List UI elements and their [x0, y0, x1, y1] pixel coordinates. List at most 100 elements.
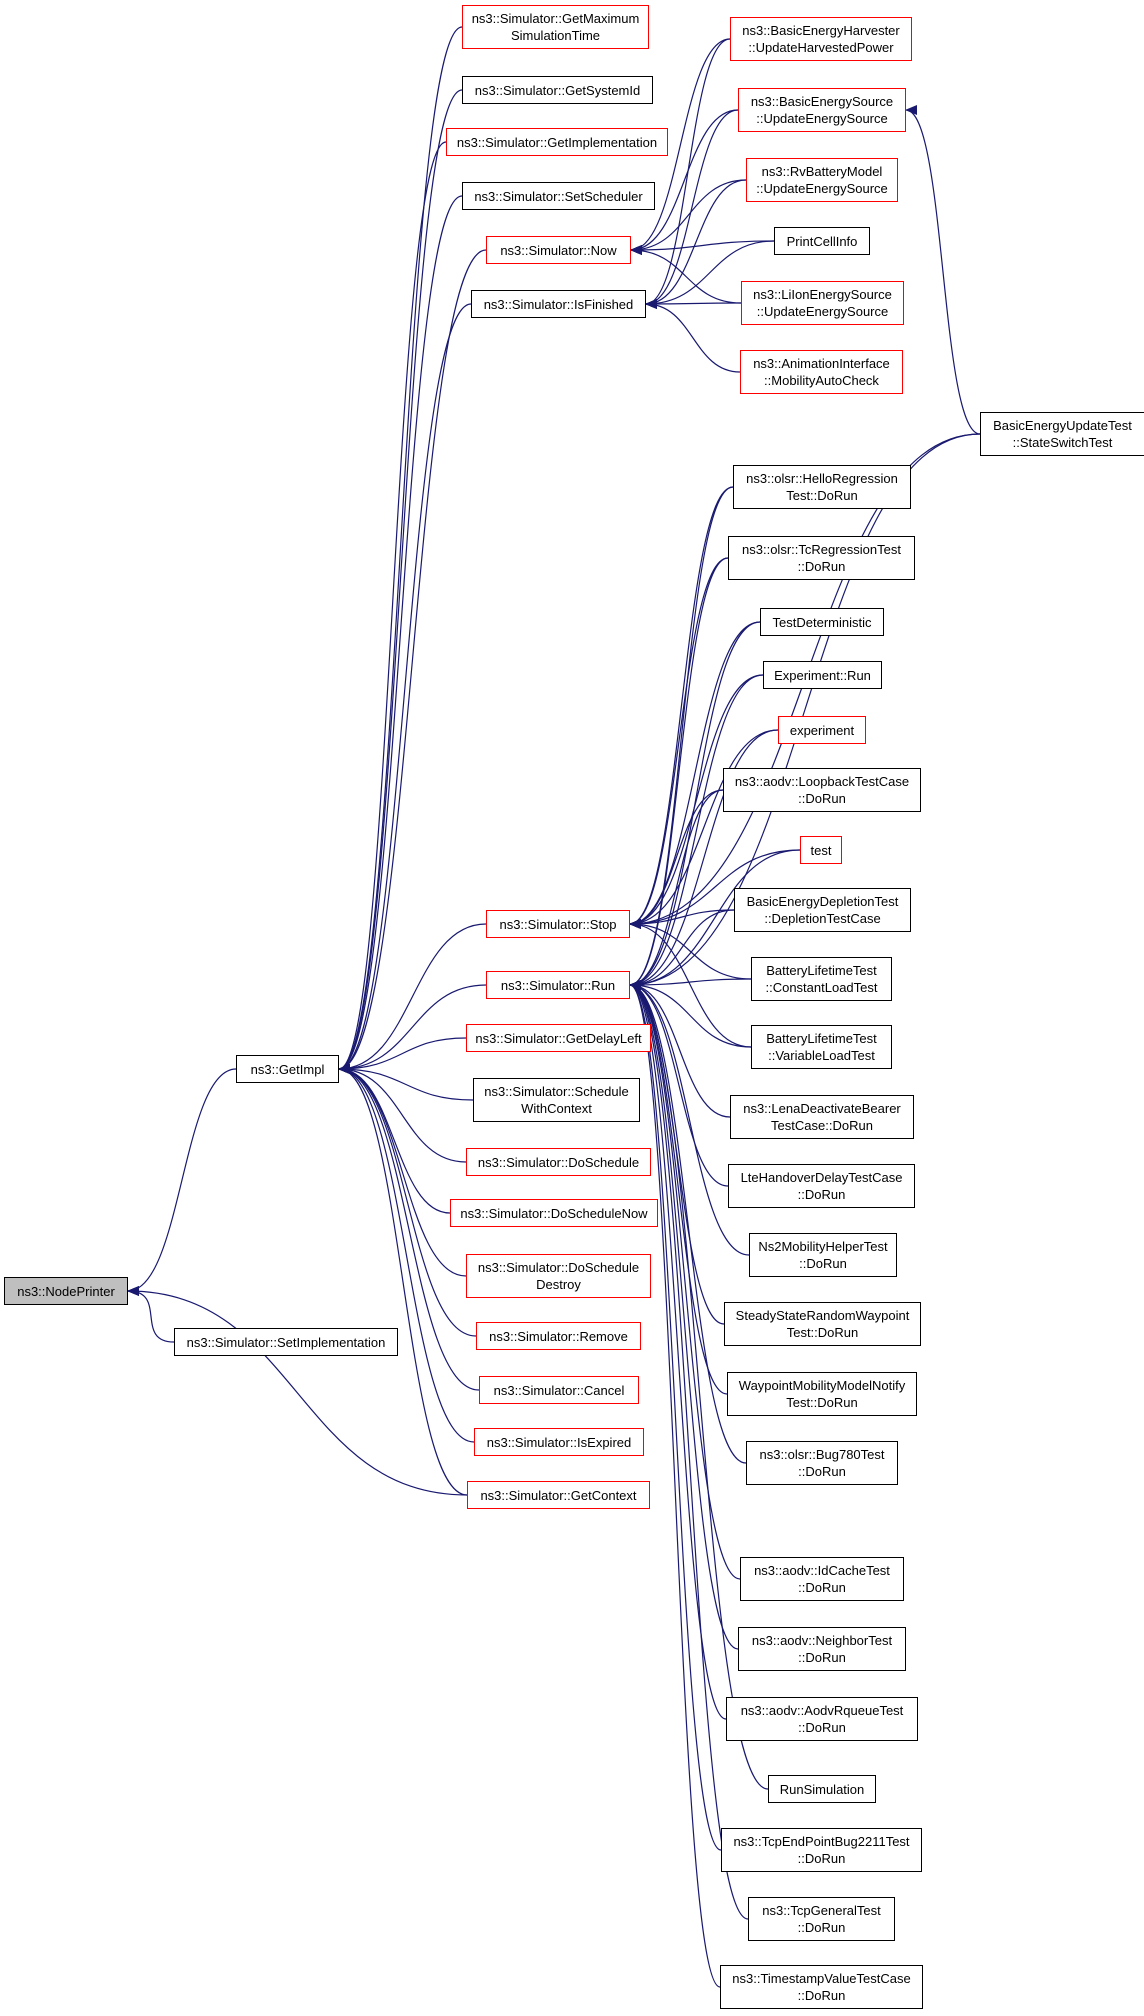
call-edge: [338, 923, 487, 1074]
call-edge: [629, 433, 981, 990]
graph-node-lenadeactivate[interactable]: ns3::LenaDeactivateBearer TestCase::DoRu…: [730, 1095, 914, 1139]
call-edge: [127, 1286, 468, 1496]
call-edge: [629, 919, 752, 980]
call-edge: [645, 109, 739, 309]
call-edge: [629, 980, 728, 1395]
graph-node-doscheduledestroy[interactable]: ns3::Simulator::DoSchedule Destroy: [466, 1254, 651, 1298]
graph-node-aodvneighbor[interactable]: ns3::aodv::NeighborTest ::DoRun: [738, 1627, 906, 1671]
graph-node-aodvrqueue[interactable]: ns3::aodv::AodvRqueueTest ::DoRun: [726, 1697, 918, 1741]
call-edge: [645, 179, 747, 309]
call-edge: [338, 984, 487, 1074]
call-edge: [645, 298, 742, 309]
call-edge: [629, 789, 724, 929]
graph-node-getcontext[interactable]: ns3::Simulator::GetContext: [467, 1481, 650, 1509]
call-edge: [338, 89, 463, 1074]
graph-node-remove[interactable]: ns3::Simulator::Remove: [476, 1322, 641, 1350]
call-edge: [629, 621, 761, 990]
call-edge: [338, 1064, 467, 1163]
call-edge: [630, 179, 747, 255]
call-edge: [629, 674, 764, 990]
call-edge: [629, 980, 752, 1048]
graph-node-animation[interactable]: ns3::AnimationInterface ::MobilityAutoCh…: [740, 350, 903, 394]
graph-node-getimpl[interactable]: ns3::GetImpl: [236, 1055, 339, 1083]
call-edge: [629, 980, 741, 1580]
graph-node-getdelayleft[interactable]: ns3::Simulator::GetDelayLeft: [466, 1024, 651, 1052]
graph-node-getimplementation[interactable]: ns3::Simulator::GetImplementation: [446, 128, 668, 156]
call-edge: [645, 38, 731, 309]
call-edge: [629, 980, 729, 1187]
graph-node-basicsource[interactable]: ns3::BasicEnergySource ::UpdateEnergySou…: [738, 88, 906, 132]
call-edge: [127, 1068, 237, 1296]
call-edge: [338, 249, 487, 1074]
graph-node-runsim[interactable]: RunSimulation: [768, 1775, 876, 1803]
graph-node-liion[interactable]: ns3::LiIonEnergySource ::UpdateEnergySou…: [741, 281, 904, 325]
graph-node-nodeprinter: ns3::NodePrinter: [4, 1277, 128, 1305]
call-edge: [338, 141, 447, 1074]
graph-node-ltehandover[interactable]: LteHandoverDelayTestCase ::DoRun: [728, 1164, 915, 1208]
call-edge: [645, 299, 741, 373]
graph-node-timestamp[interactable]: ns3::TimestampValueTestCase ::DoRun: [720, 1965, 923, 2009]
graph-node-statewitch[interactable]: BasicEnergyUpdateTest ::StateSwitchTest: [980, 412, 1144, 456]
graph-node-cancel[interactable]: ns3::Simulator::Cancel: [479, 1376, 639, 1404]
graph-node-getmaxsimtime[interactable]: ns3::Simulator::GetMaximum SimulationTim…: [462, 5, 649, 49]
call-edge: [338, 26, 463, 1074]
call-edge: [338, 1064, 474, 1101]
graph-node-depletion[interactable]: BasicEnergyDepletionTest ::DepletionTest…: [734, 888, 911, 932]
graph-node-test[interactable]: test: [800, 836, 842, 864]
call-edge: [629, 980, 747, 1464]
graph-node-schedulewithcontext[interactable]: ns3::Simulator::Schedule WithContext: [473, 1078, 640, 1122]
call-edge: [629, 789, 724, 990]
call-edge: [338, 195, 463, 1074]
call-edge: [629, 674, 764, 929]
graph-node-isexpired[interactable]: ns3::Simulator::IsExpired: [474, 1428, 644, 1456]
graph-node-tcpgeneral[interactable]: ns3::TcpGeneralTest ::DoRun: [748, 1897, 895, 1941]
graph-node-experiment[interactable]: experiment: [778, 716, 866, 744]
graph-node-setimplementation[interactable]: ns3::Simulator::SetImplementation: [174, 1328, 398, 1356]
graph-node-steadystate[interactable]: SteadyStateRandomWaypoint Test::DoRun: [724, 1302, 921, 1346]
graph-node-harvester[interactable]: ns3::BasicEnergyHarvester ::UpdateHarves…: [730, 17, 912, 61]
call-edge: [629, 486, 734, 929]
graph-node-now[interactable]: ns3::Simulator::Now: [486, 236, 631, 264]
graph-node-stop[interactable]: ns3::Simulator::Stop: [486, 910, 630, 938]
call-edge: [629, 909, 735, 990]
graph-node-olsrtc[interactable]: ns3::olsr::TcRegressionTest ::DoRun: [728, 536, 915, 580]
call-edge: [629, 557, 729, 990]
call-edge: [338, 1064, 468, 1496]
graph-node-tcpbug[interactable]: ns3::TcpEndPointBug2211Test ::DoRun: [721, 1828, 922, 1872]
call-edge: [338, 303, 472, 1074]
graph-node-aodvidcache[interactable]: ns3::aodv::IdCacheTest ::DoRun: [740, 1557, 904, 1601]
graph-node-rvbattery[interactable]: ns3::RvBatteryModel ::UpdateEnergySource: [746, 158, 898, 202]
graph-node-getsystemid[interactable]: ns3::Simulator::GetSystemId: [462, 76, 653, 104]
graph-node-run[interactable]: ns3::Simulator::Run: [486, 971, 630, 999]
call-edge: [629, 980, 750, 1256]
call-edge: [629, 729, 779, 929]
call-edge: [629, 980, 769, 1790]
graph-node-ns2mobility[interactable]: Ns2MobilityHelperTest ::DoRun: [749, 1233, 897, 1277]
graph-node-printcellinfo[interactable]: PrintCellInfo: [774, 227, 870, 255]
graph-node-variableload[interactable]: BatteryLifetimeTest ::VariableLoadTest: [751, 1025, 892, 1069]
graph-node-setscheduler[interactable]: ns3::Simulator::SetScheduler: [462, 182, 655, 210]
graph-node-constantload[interactable]: BatteryLifetimeTest ::ConstantLoadTest: [751, 957, 892, 1001]
graph-node-testdet[interactable]: TestDeterministic: [760, 608, 884, 636]
graph-node-olsrbug780[interactable]: ns3::olsr::Bug780Test ::DoRun: [746, 1441, 898, 1485]
graph-node-doschedule[interactable]: ns3::Simulator::DoSchedule: [466, 1148, 651, 1176]
call-edge: [338, 1064, 480, 1391]
call-edges: [127, 26, 981, 1988]
call-edge: [338, 1064, 477, 1337]
call-edge: [630, 245, 742, 304]
call-edge: [629, 980, 739, 1650]
call-edge: [630, 240, 775, 255]
graph-node-aodvloopback[interactable]: ns3::aodv::LoopbackTestCase ::DoRun: [723, 768, 921, 812]
graph-node-isfinished[interactable]: ns3::Simulator::IsFinished: [471, 290, 646, 318]
call-edge: [905, 105, 981, 435]
call-edge: [630, 38, 731, 255]
call-edge: [629, 729, 779, 990]
graph-node-waypointnotify[interactable]: WaypointMobilityModelNotify Test::DoRun: [727, 1372, 917, 1416]
graph-node-olsrhello[interactable]: ns3::olsr::HelloRegression Test::DoRun: [733, 465, 911, 509]
call-edge: [629, 621, 761, 929]
call-edge: [629, 557, 729, 929]
graph-node-experimentrun[interactable]: Experiment::Run: [763, 661, 882, 689]
graph-node-doschedulenow[interactable]: ns3::Simulator::DoScheduleNow: [450, 1199, 658, 1227]
